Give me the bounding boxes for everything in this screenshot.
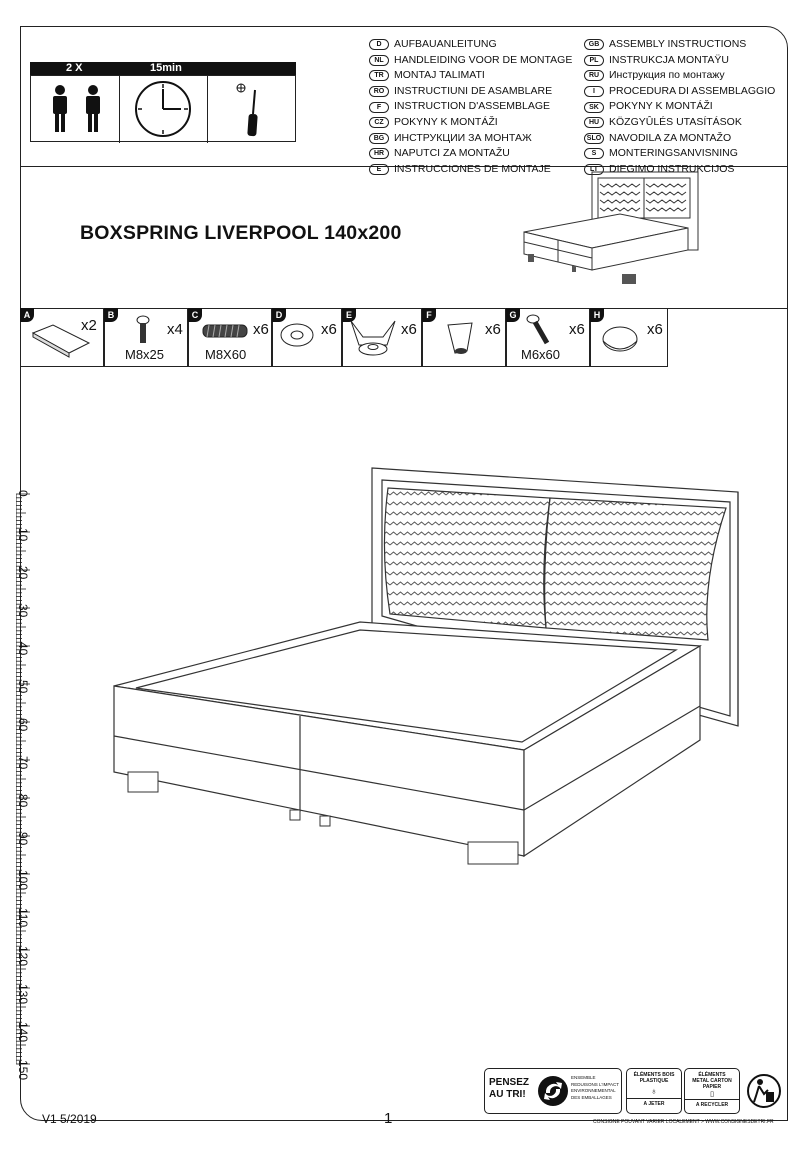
divider (20, 166, 788, 167)
part-b: B x4 M8x25 (104, 308, 188, 367)
duration: 15min (150, 62, 182, 74)
bolt-icon (136, 315, 150, 343)
pensez-au-tri-box: PENSEZ AU TRI! ENSEMBLE REDUISONS L'IMPA… (484, 1068, 622, 1114)
page-number: 1 (384, 1110, 393, 1127)
glide-pad-icon (602, 326, 638, 352)
part-h: H x6 (590, 308, 668, 367)
requirements-box (30, 75, 296, 143)
bin-icon: ♁ (650, 1086, 658, 1096)
ruler-ticks (16, 493, 30, 1065)
threaded-rod-icon (202, 324, 248, 338)
person-icon (53, 85, 100, 132)
part-d: D x6 (272, 308, 342, 367)
foot-icon (447, 322, 473, 354)
clock-icon (135, 81, 191, 137)
recycling-footnote: CONSIGNE POUVANT VARIER LOCALEMENT > WWW… (593, 1119, 774, 1125)
part-c: C x6 M8X60 (188, 308, 272, 367)
triman-logo-icon (538, 1076, 568, 1106)
part-g: G x6 M6x60 (506, 308, 590, 367)
part-f: F x6 (422, 308, 506, 367)
divider (20, 308, 788, 309)
metal-paper-box: ÉLÉMENTS METAL CARTON PAPIER ▯ A RECYCLE… (684, 1068, 740, 1114)
version-label: V1 5/2019 (42, 1112, 97, 1126)
bracket-icon (31, 324, 91, 358)
product-title: BOXSPRING LIVERPOOL 140x200 (80, 222, 402, 244)
bed-illustration (113, 467, 739, 865)
part-a: A x2 (20, 308, 104, 367)
measurement-ruler: 0 10 20 30 40 50 60 70 80 90 100 110 120… (16, 490, 30, 1081)
bed-thumbnail (523, 171, 699, 284)
screwdriver-icon (236, 83, 258, 137)
washer-icon (280, 323, 314, 347)
wood-plastic-box: ÉLÉMENTS BOIS PLASTIQUE ♁ A JETER (626, 1068, 682, 1114)
recycling-info: PENSEZ AU TRI! ENSEMBLE REDUISONS L'IMPA… (484, 1068, 786, 1114)
screw-icon (526, 314, 550, 345)
wing-nut-icon (350, 320, 396, 356)
header-bar: 2 X 15min (30, 62, 296, 75)
people-count: 2 X (66, 62, 83, 74)
parts-list: A x2 B x4 M8x25 C x6 M8X60 D x6 E (20, 308, 668, 367)
tidyman-icon (747, 1074, 781, 1108)
part-e: E x6 (342, 308, 422, 367)
recycle-bin-icon: ▯ (710, 1091, 714, 1098)
